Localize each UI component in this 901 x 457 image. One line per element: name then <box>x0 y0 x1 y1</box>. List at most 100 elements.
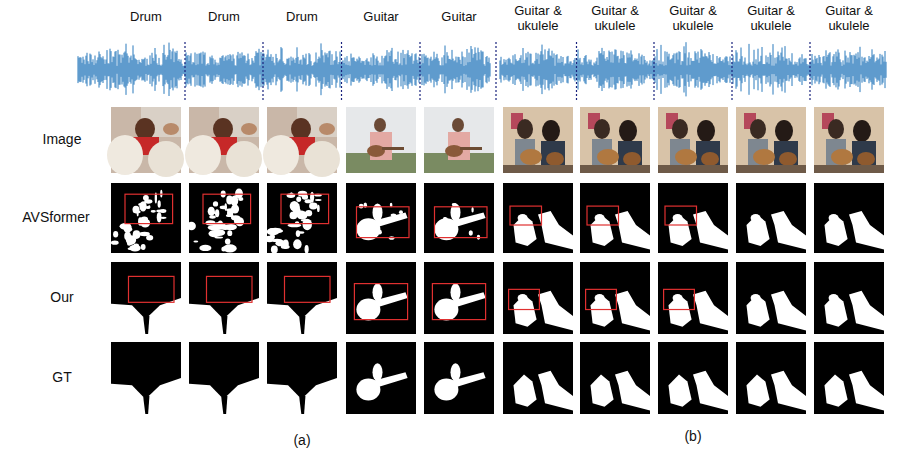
drum <box>226 141 262 177</box>
mask-background <box>267 262 337 334</box>
audio-waveform <box>78 43 490 96</box>
panel-label: (b) <box>663 428 723 444</box>
mask-blob <box>151 210 156 213</box>
row-label: AVSformer <box>8 209 104 225</box>
mask-region <box>189 304 223 334</box>
mask-blob <box>293 239 301 249</box>
mask-background <box>111 262 181 334</box>
mask-background <box>503 183 573 253</box>
segment-divider <box>576 42 577 100</box>
mask-region <box>771 211 806 250</box>
mask-blob <box>296 230 300 237</box>
mask-region <box>538 211 573 250</box>
mask-background <box>580 183 650 253</box>
head <box>750 119 766 139</box>
segmentation-mask <box>736 262 806 334</box>
mask-background <box>267 342 337 414</box>
ukulele-body <box>857 152 875 166</box>
mask-region <box>226 378 259 414</box>
video-frame <box>263 107 340 177</box>
bench <box>814 165 884 173</box>
mask-blob <box>317 205 320 212</box>
mask-region <box>591 294 614 326</box>
guitar-body <box>445 145 463 157</box>
segmentation-mask <box>111 262 181 334</box>
mask-blob <box>225 240 229 242</box>
segmentation-mask <box>187 183 259 253</box>
mask-background <box>814 183 884 253</box>
highlight-box <box>435 207 488 238</box>
segment-label: Guitar & ukulele <box>733 4 809 34</box>
mask-background <box>189 183 259 253</box>
segmentation-mask <box>658 262 728 334</box>
mask-blob <box>296 196 301 201</box>
row-label: Our <box>17 289 107 305</box>
mask-blob <box>315 199 321 201</box>
mask-blob <box>377 230 382 235</box>
segment-divider <box>419 42 420 100</box>
mask-background <box>736 342 806 414</box>
mask-blob <box>157 212 162 222</box>
segmentation-mask <box>503 342 573 414</box>
segmentation-mask <box>658 183 728 253</box>
head <box>594 119 610 139</box>
mask-region <box>538 371 573 411</box>
segmentation-mask <box>503 262 573 334</box>
segment-label: Guitar & ukulele <box>655 4 731 34</box>
mask-blob <box>235 188 243 198</box>
mask-blob <box>132 206 139 214</box>
row-label: Image <box>17 131 107 147</box>
segmentation-mask <box>814 262 884 334</box>
wall <box>814 107 884 173</box>
mask-region <box>771 371 806 411</box>
head <box>374 118 386 132</box>
ukulele-body <box>546 152 564 166</box>
mask-region <box>747 374 770 406</box>
mask-blob <box>273 239 283 241</box>
mask-blob <box>359 204 364 209</box>
ukulele-body <box>623 152 641 166</box>
segmentation-mask <box>424 183 494 253</box>
mask-blob <box>290 192 294 197</box>
mask-blob <box>471 207 473 212</box>
mask-region <box>538 291 573 331</box>
mask-blob <box>199 245 211 251</box>
mask-region <box>747 294 770 326</box>
segmentation-mask <box>346 183 416 253</box>
mask-background <box>424 262 494 334</box>
mask-background <box>424 183 494 253</box>
segment-divider <box>262 42 263 100</box>
drum <box>304 141 340 177</box>
mask-background <box>658 262 728 334</box>
highlight-box <box>203 194 251 223</box>
segment-divider <box>184 42 185 100</box>
mask-blob <box>518 214 528 222</box>
bench <box>658 165 728 173</box>
segmentation-mask <box>189 262 259 334</box>
mask-background <box>424 342 494 414</box>
video-frame <box>814 107 884 173</box>
highlight-box <box>664 289 695 309</box>
head <box>517 119 533 139</box>
head <box>619 120 637 142</box>
face <box>291 118 311 140</box>
mask-blob <box>148 205 150 208</box>
mask-background <box>111 183 181 253</box>
mask-blob <box>215 209 219 217</box>
segmentation-mask <box>503 183 573 253</box>
segment-label: Guitar <box>343 10 419 25</box>
drum <box>263 135 299 175</box>
head <box>672 119 688 139</box>
mask-background <box>189 262 259 334</box>
highlight-box <box>510 206 542 225</box>
mask-blob <box>518 294 528 302</box>
video-frame <box>658 107 728 173</box>
mask-blob <box>751 214 761 222</box>
mask-background <box>814 342 884 414</box>
mask-blob <box>226 214 234 217</box>
mask-blob <box>373 203 383 221</box>
mask-blob <box>829 214 839 222</box>
head <box>775 120 793 142</box>
mask-blob <box>595 294 605 302</box>
guitar-neck <box>460 147 482 150</box>
